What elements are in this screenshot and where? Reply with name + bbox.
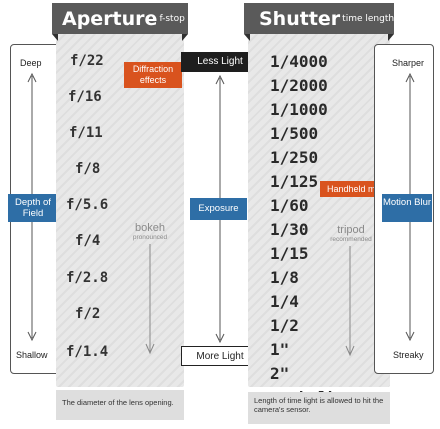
shutter-2-seconds: 2": [270, 364, 290, 383]
shutter-title: Shutter: [259, 8, 341, 30]
exposure-label: Exposure: [190, 198, 247, 220]
aperture-title: Aperture: [62, 8, 158, 30]
less-light-label: Less Light: [181, 52, 259, 72]
fstop-1-4: f/1.4: [66, 344, 109, 360]
diffraction-effects-tag: Diffraction effects: [124, 62, 182, 88]
tripod-label: tripod: [337, 224, 365, 236]
fstop-5-6: f/5.6: [66, 197, 109, 213]
shutter-column: [248, 32, 390, 387]
fstop-2-8: f/2.8: [66, 270, 109, 286]
fstop-4: f/4: [75, 233, 101, 249]
aperture-footer: The diameter of the lens opening.: [56, 390, 184, 420]
shutter-1-8: 1/8: [270, 268, 299, 287]
bokeh-sublabel: pronounced: [132, 234, 168, 241]
shutter-1-second: 1": [270, 340, 290, 359]
bokeh-note: bokeh pronounced: [124, 222, 176, 242]
shutter-1-125: 1/125: [270, 172, 319, 191]
tripod-sublabel: recommended: [330, 236, 372, 243]
motion-bottom-label: Streaky: [393, 350, 424, 360]
shutter-1-1000: 1/1000: [270, 100, 328, 119]
depth-bottom-label: Shallow: [16, 350, 48, 360]
tripod-arrow: [345, 246, 355, 357]
motion-blur-label: Motion Blur: [382, 194, 432, 222]
fstop-11: f/11: [69, 125, 103, 141]
fstop-16: f/16: [68, 89, 102, 105]
shutter-footer: Length of time light is allowed to hit t…: [248, 392, 390, 424]
fstop-22: f/22: [70, 53, 104, 69]
shutter-subtitle: time length: [342, 14, 395, 24]
aperture-subtitle: f-stop: [159, 14, 185, 24]
shutter-1-15: 1/15: [270, 244, 309, 263]
shutter-1-30: 1/30: [270, 220, 309, 239]
shutter-1-500: 1/500: [270, 124, 319, 143]
fstop-8: f/8: [75, 161, 101, 177]
shutter-header-fold-left: [244, 34, 250, 41]
fstop-2: f/2: [75, 306, 101, 322]
depth-top-label: Deep: [20, 58, 42, 68]
motion-top-label: Sharper: [392, 58, 425, 68]
shutter-1-4000: 1/4000: [270, 52, 328, 71]
shutter-1-60: 1/60: [270, 196, 309, 215]
aperture-column: [56, 32, 184, 387]
shutter-1-2: 1/2: [270, 316, 299, 335]
shutter-1-2000: 1/2000: [270, 76, 328, 95]
bokeh-label: bokeh: [135, 222, 165, 234]
tripod-note: tripod recommended: [324, 224, 378, 244]
shutter-1-250: 1/250: [270, 148, 319, 167]
shutter-1-4: 1/4: [270, 292, 299, 311]
shutter-header-fold-right: [388, 34, 394, 41]
aperture-header-fold-left: [52, 34, 58, 41]
bokeh-arrow: [145, 244, 155, 355]
aperture-header-fold-right: [182, 34, 188, 41]
depth-of-field-label: Depth of Field: [8, 194, 58, 222]
